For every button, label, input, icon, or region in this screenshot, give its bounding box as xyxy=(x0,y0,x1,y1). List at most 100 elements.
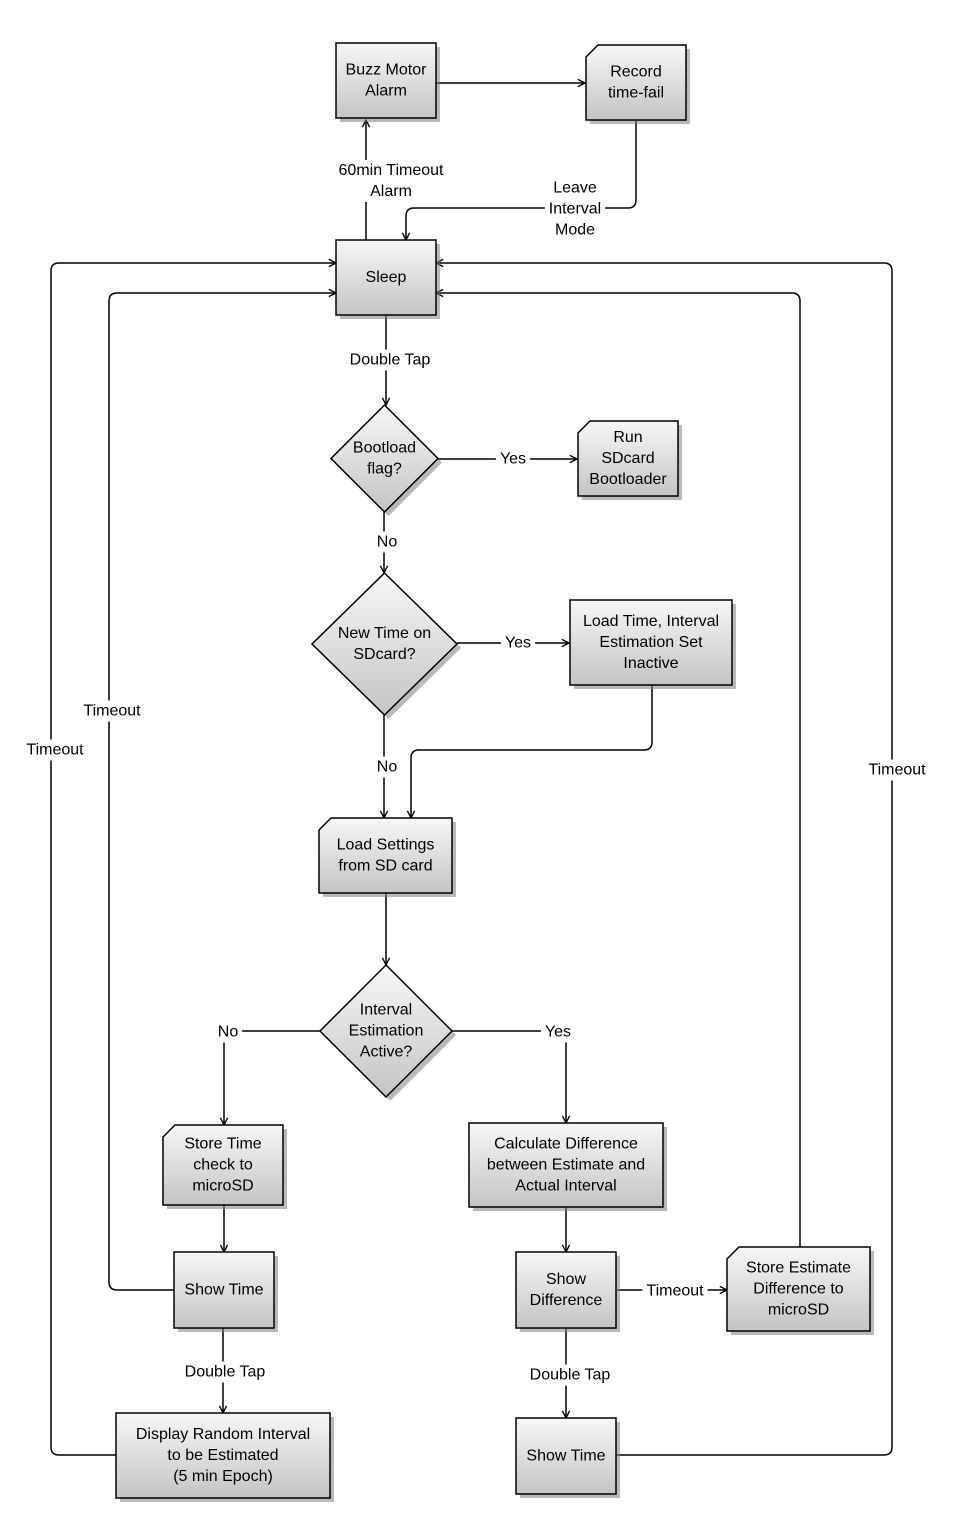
edge-label-leave-line: Mode xyxy=(555,222,595,239)
node-label-display-random-line: (5 min Epoch) xyxy=(173,1468,273,1485)
node-label-display-random-line: to be Estimated xyxy=(167,1447,278,1464)
node-label-showdiff-line: Difference xyxy=(530,1292,603,1309)
edge-label-doubletap-right: Double Tap xyxy=(525,1364,615,1386)
edge-label-no-boot-bg xyxy=(372,531,402,553)
edge-display-timeout-to-sleep xyxy=(50,263,336,1456)
node-label-storetime: Store Time check to microSD xyxy=(184,1136,261,1195)
node-label-intervalactive-line: Estimation xyxy=(349,1023,424,1040)
node-label-buzz-line: Alarm xyxy=(365,83,407,100)
node-label-display-random-line: Display Random Interval xyxy=(136,1426,310,1443)
edge-label-yes-interval-line: Yes xyxy=(545,1024,571,1041)
node-shape xyxy=(335,239,437,316)
node-label-run-sd-line: SDcard xyxy=(601,450,654,467)
edge-loadtime-to-loadsettings xyxy=(411,685,653,818)
edge-label-timeout-right-line: Timeout xyxy=(868,762,926,779)
node-storetime: Store Time check to microSD xyxy=(162,1124,287,1209)
node-label-showtime-left-line: Show Time xyxy=(184,1282,263,1299)
edge-label-no-newtime: No xyxy=(372,756,402,778)
node-label-intervalactive-line: Interval xyxy=(360,1002,412,1019)
edge-label-leave-bg xyxy=(544,177,606,241)
node-label-sleep: Sleep xyxy=(366,269,407,286)
edge-label-doubletap-left-bg xyxy=(180,1361,270,1383)
edge-label-no-newtime-bg xyxy=(372,756,402,778)
node-label-storetime-line: check to xyxy=(193,1157,253,1174)
edge-label-yes-newtime-bg xyxy=(500,632,536,654)
node-shape xyxy=(515,1251,617,1329)
edge-storeest-to-sleep xyxy=(436,293,801,1247)
edge-label-no-interval-bg xyxy=(213,1021,243,1043)
node-shape xyxy=(569,599,733,686)
node-shape xyxy=(585,44,687,121)
node-shape xyxy=(162,1124,284,1206)
node-label-loadtime-line: Inactive xyxy=(623,655,678,672)
node-shape xyxy=(335,42,437,119)
node-label-calcdiff-line: between Estimate and xyxy=(487,1157,645,1174)
node-label-record-line: time-fail xyxy=(608,85,664,102)
node-label-newtime-line: New Time on xyxy=(338,625,431,642)
edge-label-no-interval-line: No xyxy=(218,1024,239,1041)
node-shape xyxy=(115,1412,331,1499)
edge-label-yes-newtime-line: Yes xyxy=(505,635,531,652)
edge-label-doubletap-right-bg xyxy=(525,1364,615,1386)
node-label-storetime-line: Store Time xyxy=(184,1136,261,1153)
node-label-newtime-line: SDcard? xyxy=(353,646,415,663)
edge-showtime-left-timeout-to-sleep xyxy=(108,293,336,1291)
edge-label-yes-boot-line: Yes xyxy=(500,451,526,468)
edge-label-yes-newtime: Yes xyxy=(500,632,536,654)
node-shape xyxy=(318,817,453,894)
node-display-random: Display Random Interval to be Estimated (5… xyxy=(115,1412,334,1502)
node-label-calcdiff-line: Actual Interval xyxy=(515,1178,616,1195)
edge-label-yes-interval: Yes xyxy=(540,1021,576,1043)
edge-label-yes-boot: Yes xyxy=(495,448,531,470)
edge-interval-to-calcdiff xyxy=(452,1030,566,1123)
edge-label-timeout-outer-left: Timeout xyxy=(22,739,88,761)
node-showtime-left: Show Time xyxy=(173,1251,278,1332)
node-label-display-random: Display Random Interval to be Estimated (5… xyxy=(136,1426,310,1485)
node-label-buzz-line: Buzz Motor xyxy=(346,62,428,79)
node-label-sleep-line: Sleep xyxy=(366,269,407,286)
edge-label-timeout-right-bg xyxy=(864,759,930,781)
edge-label-timeout-showdiff-line: Timeout xyxy=(646,1283,704,1300)
edge-label-no-newtime-line: No xyxy=(377,759,398,776)
node-shape xyxy=(329,403,440,514)
node-showtime-right: Show Time xyxy=(515,1417,620,1498)
node-label-storetime-line: microSD xyxy=(192,1178,253,1195)
node-shape xyxy=(310,571,459,717)
node-shape xyxy=(468,1122,664,1208)
edge-label-timeout-outer-left-line: Timeout xyxy=(26,742,84,759)
node-shape xyxy=(515,1417,617,1495)
node-shape xyxy=(173,1251,275,1329)
node-label-run-sd-line: Run xyxy=(613,429,642,446)
edge-label-leave-line: Interval xyxy=(549,201,601,218)
edge-label-doubletap-left-line: Double Tap xyxy=(185,1364,266,1381)
node-sleep: Sleep xyxy=(335,239,440,319)
node-label-loadsettings-line: from SD card xyxy=(338,858,432,875)
node-label-storeest-line: microSD xyxy=(768,1302,829,1319)
node-label-bootload-line: flag? xyxy=(367,461,402,478)
edge-label-timeout-inner-left-line: Timeout xyxy=(83,703,141,720)
edge-label-timeout-right: Timeout xyxy=(864,759,930,781)
edge-label-doubletap-right-line: Double Tap xyxy=(530,1367,611,1384)
edge-label-yes-boot-bg xyxy=(495,448,531,470)
edge-label-timeout-inner-left: Timeout xyxy=(79,700,145,722)
edge-label-timeout-showdiff: Timeout xyxy=(642,1280,708,1302)
edge-label-timeout-outer-left-bg xyxy=(22,739,88,761)
edge-label-no-boot: No xyxy=(372,531,402,553)
edge-label-doubletap-sleep-line: Double Tap xyxy=(350,352,431,369)
node-label-storeest-line: Store Estimate xyxy=(746,1260,851,1277)
node-label-showtime-right-line: Show Time xyxy=(526,1448,605,1465)
